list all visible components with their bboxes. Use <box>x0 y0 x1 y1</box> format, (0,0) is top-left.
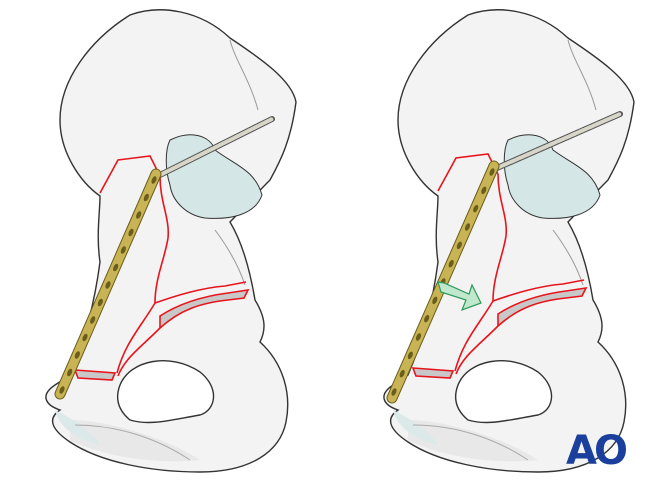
reduction-arrow-icon <box>437 281 482 312</box>
plate-hole <box>456 241 462 250</box>
plate-hole <box>399 369 405 378</box>
pelvis-bone <box>45 9 297 473</box>
plate-hole <box>432 296 438 305</box>
plate-hole <box>415 333 422 341</box>
plate-hole <box>448 259 454 268</box>
plate-hole <box>74 351 80 359</box>
plate-hole <box>82 333 88 342</box>
pelvis-bone-reduced <box>383 9 635 473</box>
plate-hole <box>473 204 479 213</box>
plate-hole <box>120 246 126 254</box>
plate-hole <box>424 314 430 323</box>
plate-hole <box>136 211 142 219</box>
plate-hole <box>464 223 471 231</box>
plate-hole <box>481 186 487 195</box>
plate-hole <box>489 168 495 176</box>
plate-hole <box>391 388 397 396</box>
plate-hole <box>407 351 413 360</box>
left-panel <box>45 9 297 473</box>
plate-hole <box>143 193 149 202</box>
plate-hole <box>67 368 73 377</box>
plate-hole <box>105 281 111 289</box>
plate-hole <box>151 176 157 184</box>
plate-hole <box>97 298 103 307</box>
plate-hole <box>90 316 96 324</box>
right-panel <box>383 9 635 473</box>
plate-hole <box>128 228 134 237</box>
plate-hole <box>59 386 65 394</box>
ao-logo: AO <box>566 428 628 474</box>
plate-hole <box>113 263 119 272</box>
